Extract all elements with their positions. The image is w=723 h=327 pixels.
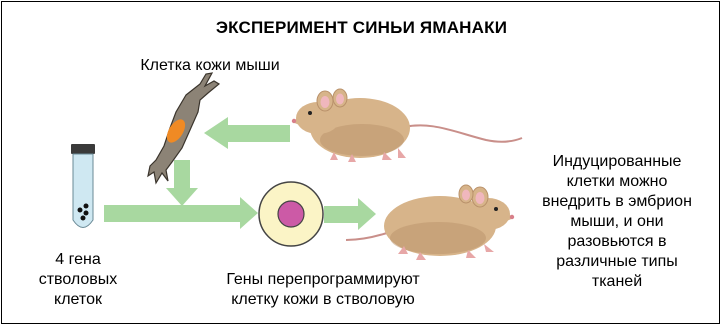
arrow-mouse-to-cell	[204, 117, 290, 149]
mouse-illustration-bottom	[346, 185, 514, 260]
genes-label: 4 гена стволовых клеток	[33, 250, 123, 310]
skin-cell-label: Клетка кожи мыши	[110, 56, 310, 76]
induced-label-line: разовьются в	[528, 232, 706, 252]
induced-label-line: мыши, и они	[528, 212, 706, 232]
stem-cell-icon	[259, 182, 323, 246]
induced-label-line: различные типы	[528, 252, 706, 272]
induced-cells-label: Индуцированные клетки можно внедрить в э…	[528, 152, 706, 292]
arrow-stem-to-mouse	[324, 198, 376, 230]
reprogram-label: Гены перепрограммируют клетку кожи в ств…	[188, 270, 458, 310]
test-tube-icon	[71, 144, 95, 228]
induced-label-line: Индуцированные	[528, 152, 706, 172]
genes-label-line: стволовых	[33, 270, 123, 290]
induced-label-line: внедрить в эмбрион	[528, 192, 706, 212]
mouse-illustration-top	[292, 89, 522, 162]
genes-label-line: 4 гена	[33, 250, 123, 270]
genes-label-line: клеток	[33, 290, 123, 310]
reprogram-label-line: Гены перепрограммируют	[188, 270, 458, 290]
arrow-cell-down	[166, 160, 198, 206]
reprogram-label-line: клетку кожи в стволовую	[188, 290, 458, 310]
induced-label-line: клетки можно	[528, 172, 706, 192]
induced-label-line: тканей	[528, 272, 706, 292]
